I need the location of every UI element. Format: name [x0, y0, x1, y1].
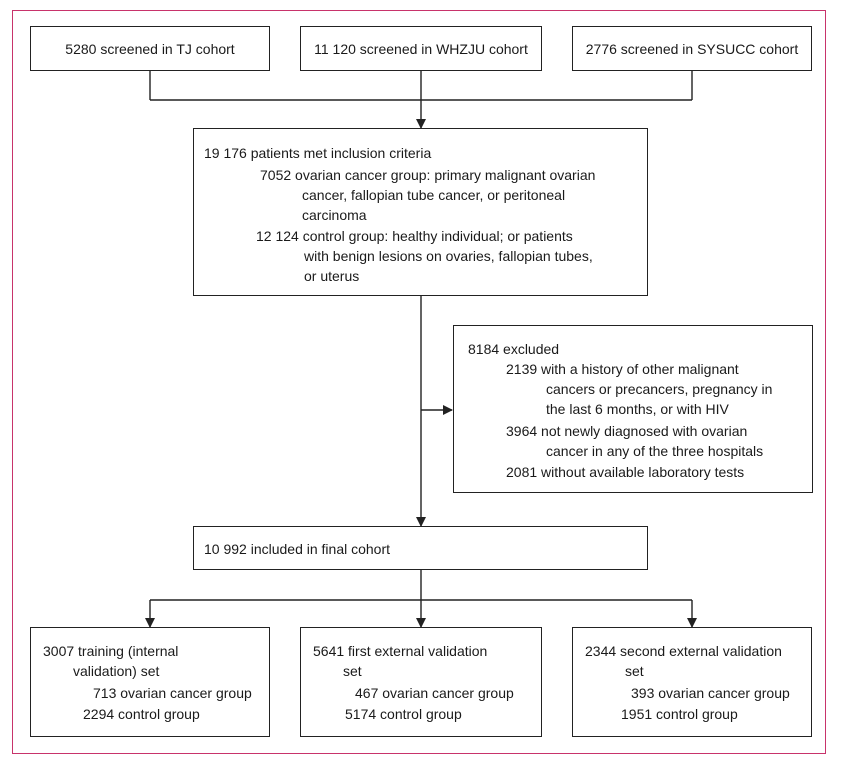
control-group-line-2: with benign lesions on ovaries, fallopia…: [304, 248, 593, 264]
excluded-reason-3: 2081 without available laboratory tests: [506, 464, 745, 480]
first-external-line-2: set: [343, 663, 362, 679]
final-cohort-box: 10 992 included in final cohort: [193, 526, 648, 570]
excluded-reason-1-line-1: 2139 with a history of other malignant: [506, 361, 739, 377]
ovarian-group-line-1: 7052 ovarian cancer group: primary malig…: [260, 167, 596, 183]
control-group-line-3: or uterus: [304, 268, 360, 284]
tj-cohort-box: 5280 screened in TJ cohort: [30, 26, 270, 71]
training-ovarian-count: 713 ovarian cancer group: [93, 685, 252, 701]
excluded-reason-1-line-3: the last 6 months, or with HIV: [546, 401, 729, 417]
first-external-validation-box: 5641 first external validation set 467 o…: [300, 627, 542, 737]
excluded-reason-2-line-2: cancer in any of the three hospitals: [546, 443, 764, 459]
whzju-cohort-box: 11 120 screened in WHZJU cohort: [300, 26, 542, 71]
training-line-2: validation) set: [73, 663, 160, 679]
first-external-ovarian-count: 467 ovarian cancer group: [355, 685, 514, 701]
final-cohort-label: 10 992 included in final cohort: [204, 541, 391, 557]
training-set-box: 3007 training (internal validation) set …: [30, 627, 270, 737]
whzju-cohort-label: 11 120 screened in WHZJU cohort: [314, 40, 528, 57]
ovarian-group-line-2: cancer, fallopian tube cancer, or perito…: [302, 187, 566, 203]
tj-cohort-label: 5280 screened in TJ cohort: [65, 40, 235, 57]
second-external-line-2: set: [625, 663, 644, 679]
inclusion-title: 19 176 patients met inclusion criteria: [204, 145, 432, 161]
second-external-control-count: 1951 control group: [621, 706, 738, 722]
first-external-line-1: 5641 first external validation: [313, 643, 488, 659]
first-external-control-count: 5174 control group: [345, 706, 462, 722]
figure-frame: [12, 10, 826, 754]
second-external-line-1: 2344 second external validation: [585, 643, 782, 659]
sysucc-cohort-label: 2776 screened in SYSUCC cohort: [585, 40, 799, 57]
inclusion-criteria-box: 19 176 patients met inclusion criteria 7…: [193, 128, 648, 296]
excluded-box: 8184 excluded 2139 with a history of oth…: [453, 325, 813, 493]
excluded-reason-1-line-2: cancers or precancers, pregnancy in: [546, 381, 773, 397]
training-control-count: 2294 control group: [83, 706, 200, 722]
training-line-1: 3007 training (internal: [43, 643, 179, 659]
excluded-title: 8184 excluded: [468, 341, 560, 357]
sysucc-cohort-box: 2776 screened in SYSUCC cohort: [572, 26, 812, 71]
second-external-validation-box: 2344 second external validation set 393 …: [572, 627, 812, 737]
control-group-line-1: 12 124 control group: healthy individual…: [256, 228, 573, 244]
excluded-reason-2-line-1: 3964 not newly diagnosed with ovarian: [506, 423, 748, 439]
second-external-ovarian-count: 393 ovarian cancer group: [631, 685, 790, 701]
ovarian-group-line-3: carcinoma: [302, 207, 367, 223]
